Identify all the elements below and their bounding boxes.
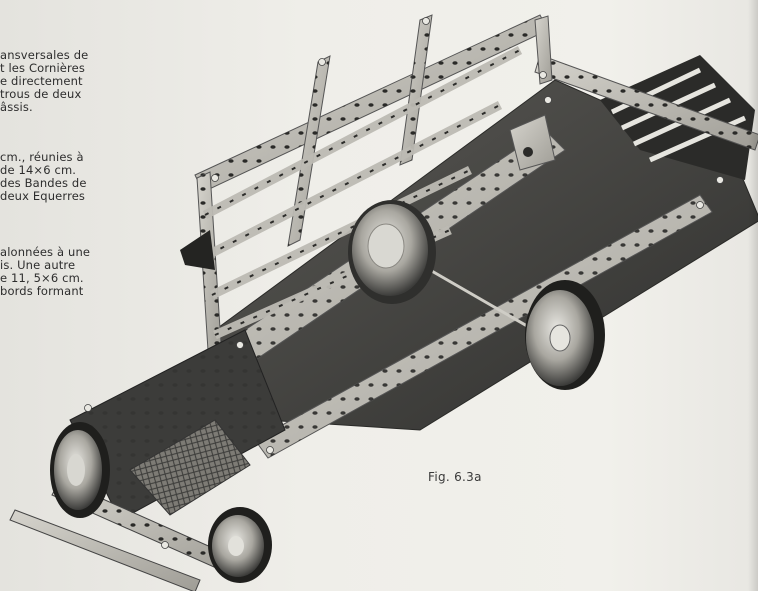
text-line: is. Une autre: [0, 258, 76, 272]
front-wheel-left: [50, 422, 110, 518]
text-line: trous de deux: [0, 87, 82, 101]
side-panel-dark: [180, 230, 215, 270]
text-line: ansversales de: [0, 48, 89, 62]
text-line: bords formant: [0, 284, 84, 298]
text-line: cm., réunies à: [0, 150, 84, 164]
text-line: t les Cornières: [0, 61, 86, 75]
text-line: des Bandes de: [0, 176, 87, 190]
figure-caption: Fig. 6.3a: [428, 470, 482, 484]
bolts: [84, 17, 724, 549]
bracket: [509, 114, 556, 171]
text-line: e directement: [0, 74, 83, 88]
text-line: de 14×6 cm.: [0, 163, 77, 177]
mesh-grille: [129, 419, 251, 516]
text-line: e 11, 5×6 cm.: [0, 271, 84, 285]
text-line: alonnées à une: [0, 245, 91, 259]
text-line: deux Equerres: [0, 189, 86, 203]
text-line: âssis.: [0, 100, 33, 114]
page-edge-shadow: [748, 0, 758, 591]
spare-wheel: [348, 200, 436, 304]
rear-wheel: [525, 280, 605, 390]
front-bumper: [9, 509, 201, 591]
front-wheel-bottom: [208, 507, 272, 583]
